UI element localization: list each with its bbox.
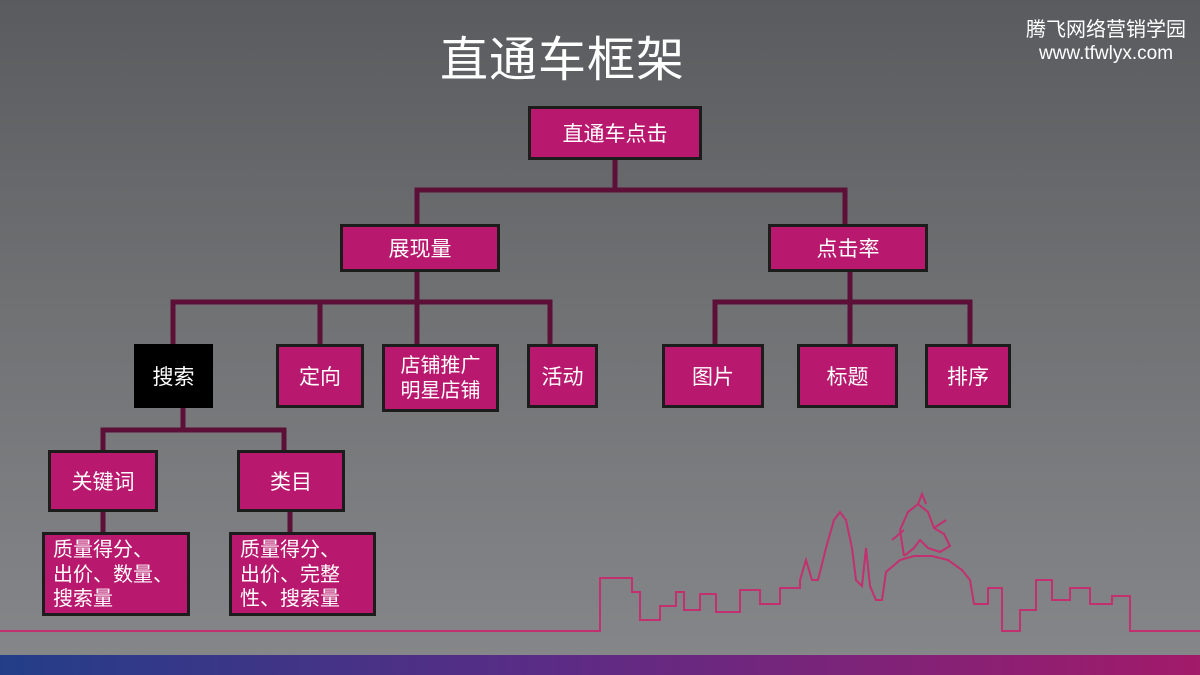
category-factors-node: 质量得分、 出价、完整 性、搜索量 bbox=[229, 532, 376, 616]
title-node: 标题 bbox=[797, 344, 898, 408]
brand-block: 腾飞网络营销学园 www.tfwlyx.com bbox=[1026, 16, 1186, 67]
brand-name: 腾飞网络营销学园 bbox=[1026, 17, 1186, 41]
keyword-factors-node: 质量得分、 出价、数量、 搜索量 bbox=[42, 532, 190, 616]
store-promo-node: 店铺推广 明星店铺 bbox=[382, 344, 499, 412]
page-title: 直通车框架 bbox=[439, 32, 685, 88]
ranking-node: 排序 bbox=[925, 344, 1011, 408]
bottom-gradient-bar bbox=[0, 655, 1200, 675]
brand-url: www.tfwlyx.com bbox=[1038, 43, 1174, 64]
root-node: 直通车点击 bbox=[528, 106, 702, 160]
targeting-node: 定向 bbox=[276, 344, 364, 408]
impressions-node: 展现量 bbox=[340, 224, 500, 272]
search-node: 搜索 bbox=[134, 344, 213, 408]
activity-node: 活动 bbox=[527, 344, 598, 408]
keyword-node: 关键词 bbox=[48, 450, 158, 512]
image-node: 图片 bbox=[662, 344, 764, 408]
city-skyline-decoration bbox=[0, 491, 1200, 632]
ctr-node: 点击率 bbox=[768, 224, 928, 272]
category-node: 类目 bbox=[237, 450, 345, 512]
